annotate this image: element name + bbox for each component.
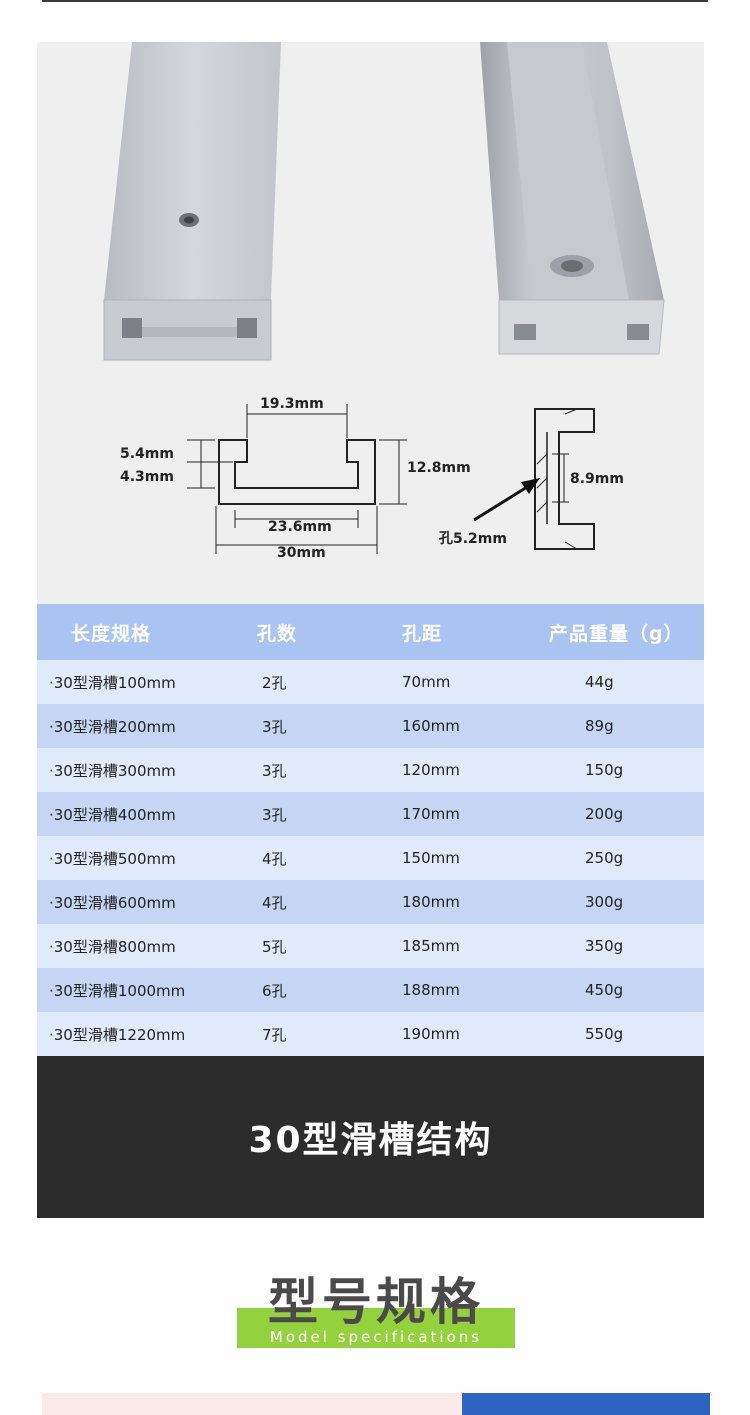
table-row: ·30型滑槽200mm 3孔 160mm 89g — [37, 704, 704, 748]
table-row: ·30型滑槽400mm 3孔 170mm 200g — [37, 792, 704, 836]
dim-inner-width: 23.6mm — [268, 519, 332, 535]
table-header: 长度规格 孔数 孔距 产品重量（g） — [37, 604, 704, 660]
cross-section-diagram — [218, 439, 376, 505]
dim-width-top: 19.3mm — [260, 396, 324, 412]
cell-length: ·30型滑槽600mm — [49, 893, 176, 912]
cell-spacing: 150mm — [402, 849, 460, 867]
cell-spacing: 160mm — [402, 717, 460, 735]
cell-length: ·30型滑槽1220mm — [49, 1025, 186, 1044]
cell-weight: 550g — [585, 1025, 624, 1043]
dim-lip-top: 5.4mm — [120, 446, 174, 462]
dim-hole-spacing: 8.9mm — [570, 471, 624, 487]
dim-hole-label: 孔5.2mm — [439, 531, 507, 547]
table-row: ·30型滑槽500mm 4孔 150mm 250g — [37, 836, 704, 880]
cell-holes: 7孔 — [262, 1025, 287, 1044]
cell-length: ·30型滑槽300mm — [49, 761, 176, 780]
cell-weight: 150g — [585, 761, 624, 779]
cell-spacing: 180mm — [402, 893, 460, 911]
cell-spacing: 120mm — [402, 761, 460, 779]
cell-spacing: 70mm — [402, 673, 451, 691]
product-illustration — [103, 42, 665, 554]
structure-title: 30型滑槽结构 — [248, 1120, 493, 1161]
cell-holes: 5孔 — [262, 937, 287, 956]
cell-length: ·30型滑槽100mm — [49, 673, 176, 692]
cell-holes: 3孔 — [262, 717, 287, 736]
bottom-strip-pink — [42, 1393, 462, 1415]
rail-photo-front — [480, 42, 665, 355]
cell-weight: 300g — [585, 893, 624, 911]
cell-weight: 250g — [585, 849, 624, 867]
cell-weight: 44g — [585, 673, 614, 691]
cell-weight: 200g — [585, 805, 624, 823]
model-title-en: Model specifications — [269, 1328, 483, 1346]
spec-table: 长度规格 孔数 孔距 产品重量（g） ·30型滑槽100mm 2孔 70mm 4… — [37, 604, 704, 1056]
cell-weight: 89g — [585, 717, 614, 735]
cell-length: ·30型滑槽500mm — [49, 849, 176, 868]
table-row: ·30型滑槽1220mm 7孔 190mm 550g — [37, 1012, 704, 1056]
cell-length: ·30型滑槽1000mm — [49, 981, 186, 1000]
header-hole-count: 孔数 — [257, 622, 298, 645]
cell-holes: 3孔 — [262, 761, 287, 780]
cell-length: ·30型滑槽200mm — [49, 717, 176, 736]
product-photo-panel: 19.3mm 5.4mm 4.3mm 12.8mm 23.6mm 30mm 8.… — [37, 42, 704, 604]
table-row: ·30型滑槽100mm 2孔 70mm 44g — [37, 660, 704, 704]
bottom-strip-blue — [462, 1393, 710, 1415]
table-row: ·30型滑槽600mm 4孔 180mm 300g — [37, 880, 704, 924]
heading-accent-bar — [237, 1308, 515, 1348]
cell-holes: 3孔 — [262, 805, 287, 824]
header-length: 长度规格 — [71, 622, 152, 645]
table-row: ·30型滑槽800mm 5孔 185mm 350g — [37, 924, 704, 968]
cell-weight: 350g — [585, 937, 624, 955]
cell-spacing: 188mm — [402, 981, 460, 999]
table-row: ·30型滑槽300mm 3孔 120mm 150g — [37, 748, 704, 792]
cell-spacing: 185mm — [402, 937, 460, 955]
cell-holes: 4孔 — [262, 849, 287, 868]
cell-weight: 450g — [585, 981, 624, 999]
model-title-cn: 型号规格 — [268, 1273, 484, 1331]
cell-length: ·30型滑槽400mm — [49, 805, 176, 824]
header-weight: 产品重量（g） — [549, 622, 684, 645]
top-rule — [42, 0, 708, 2]
dim-lip-inner: 4.3mm — [120, 469, 174, 485]
cell-spacing: 190mm — [402, 1025, 460, 1043]
hole-arrow — [473, 478, 540, 522]
side-profile-diagram — [534, 408, 595, 550]
rail-photo-back — [103, 42, 281, 361]
header-hole-spacing: 孔距 — [402, 622, 443, 645]
dim-height: 12.8mm — [407, 460, 471, 476]
dim-outer-width: 30mm — [277, 545, 326, 561]
dimension-lines — [187, 404, 407, 554]
cell-spacing: 170mm — [402, 805, 460, 823]
cell-holes: 6孔 — [262, 981, 287, 1000]
model-spec-heading: 型号规格 Model specifications — [237, 1270, 515, 1350]
cell-holes: 2孔 — [262, 673, 287, 692]
structure-banner: 30型滑槽结构 — [37, 1056, 704, 1218]
table-row: ·30型滑槽1000mm 6孔 188mm 450g — [37, 968, 704, 1012]
cell-length: ·30型滑槽800mm — [49, 937, 176, 956]
cell-holes: 4孔 — [262, 893, 287, 912]
